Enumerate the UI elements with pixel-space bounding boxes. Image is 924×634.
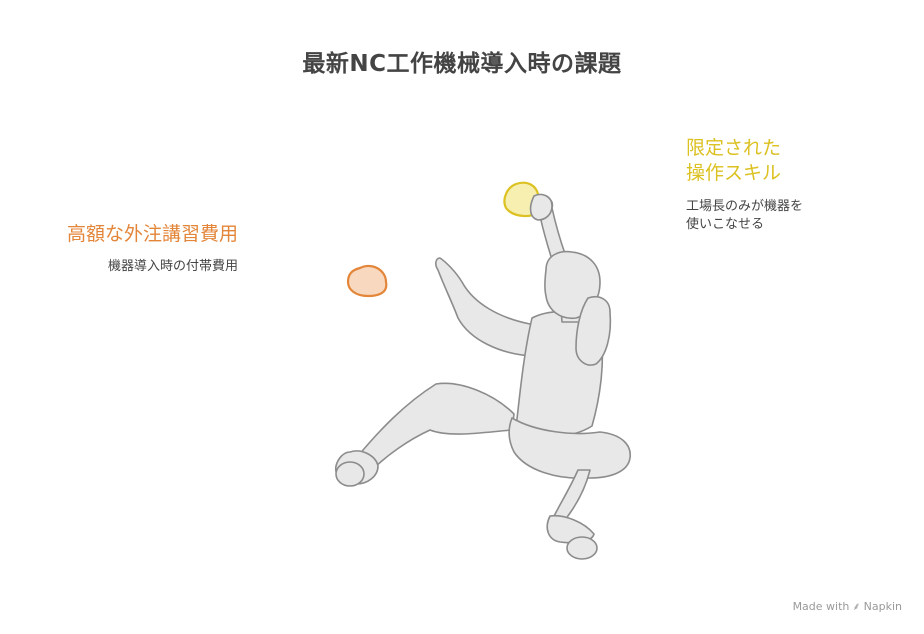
climber-raised-hand [529, 193, 553, 221]
climber-front-foot-sole [566, 536, 598, 560]
napkin-brand-label: Napkin [863, 600, 902, 613]
right-description-line: 工場長のみが機器を [686, 199, 804, 214]
right-heading-line: 限定された [686, 137, 782, 159]
left-heading: 高額な外注講習費用 [66, 223, 238, 245]
right-heading: 限定された 操作スキル [686, 136, 781, 186]
made-with-label: Made with [792, 600, 850, 613]
napkin-logo-icon: ⸙ [852, 600, 861, 613]
climber-hips [508, 417, 631, 480]
climber-left-arm [435, 257, 543, 357]
right-description-line: 使いこなせる [686, 217, 765, 232]
right-heading-line: 操作スキル [686, 162, 782, 184]
climber-back-leg [357, 382, 515, 471]
left-description: 機器導入時の付帯費用 [107, 259, 238, 274]
climber-back-foot-heel [335, 461, 365, 487]
orange-climbing-hold [346, 264, 388, 298]
right-description: 工場長のみが機器を 使いこなせる [686, 198, 803, 234]
diagram-title: 最新NC工作機械導入時の課題 [302, 51, 622, 77]
footer-attribution: Made with⸙Napkin [793, 599, 902, 614]
climber-far-arm [575, 296, 612, 366]
